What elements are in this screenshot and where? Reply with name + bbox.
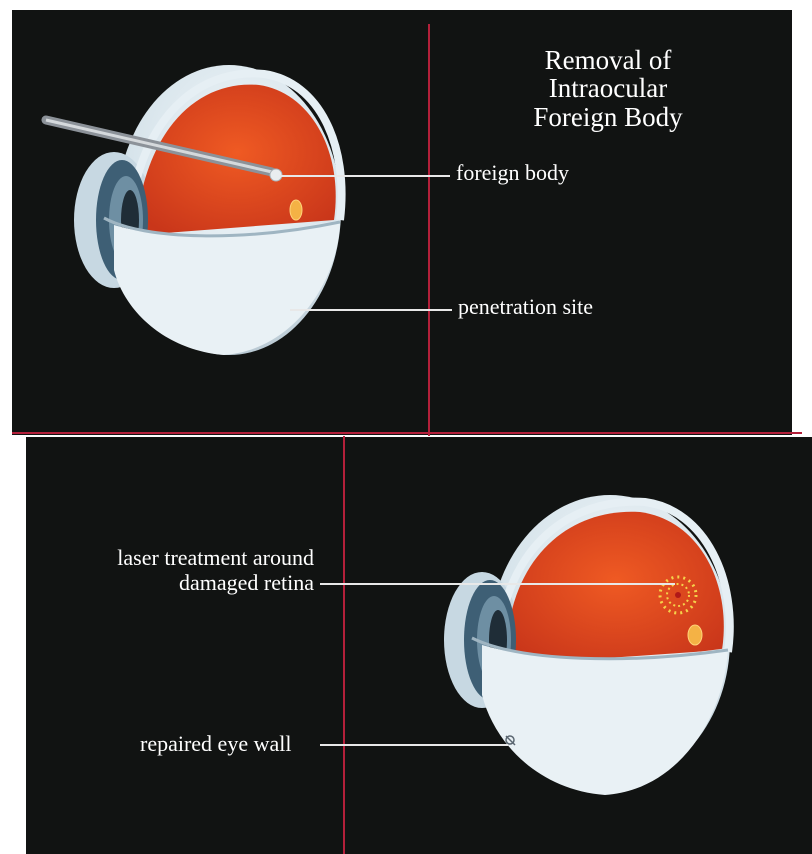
title-line-1: Removal of xyxy=(488,46,728,74)
cut-surface xyxy=(482,645,728,795)
repaired-eye-wall-label: repaired eye wall xyxy=(140,731,291,756)
laser-treatment-label: laser treatment around damaged retina xyxy=(86,545,314,596)
eye-illustration-after xyxy=(420,490,750,810)
vertical-divider-bottom xyxy=(343,436,345,854)
laser-label-line-1: laser treatment around xyxy=(86,545,314,570)
vertical-divider-top xyxy=(428,24,430,436)
title-line-2: Intraocular xyxy=(488,74,728,102)
title-line-3: Foreign Body xyxy=(488,103,728,131)
cut-surface xyxy=(114,220,340,355)
penetration-site-leader xyxy=(290,309,452,311)
laser-label-line-2: damaged retina xyxy=(86,570,314,595)
horizontal-divider xyxy=(12,432,802,434)
macula-spot xyxy=(688,625,702,645)
penetration-site-label: penetration site xyxy=(458,294,593,319)
macula-spot xyxy=(290,200,302,220)
diagram-title: Removal of Intraocular Foreign Body xyxy=(488,46,728,131)
eye-illustration-before xyxy=(44,50,374,370)
laser-treatment-leader xyxy=(320,583,675,585)
foreign-body-leader xyxy=(280,175,450,177)
repaired-eye-wall-leader xyxy=(320,744,508,746)
foreign-body-label: foreign body xyxy=(456,160,569,185)
